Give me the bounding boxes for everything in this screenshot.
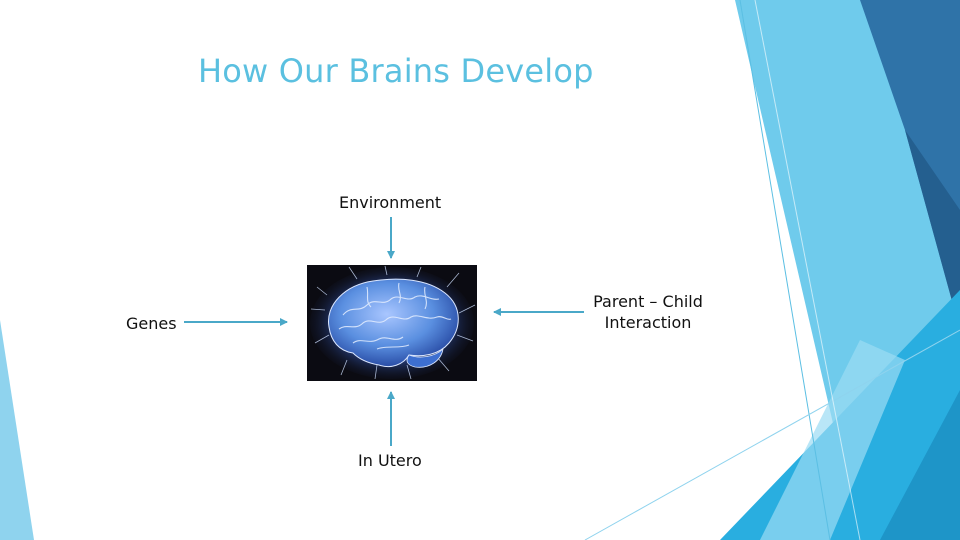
brain-illustration [307, 265, 477, 381]
deco-line [584, 329, 960, 540]
deco-line [739, 0, 831, 540]
deco-line [754, 0, 861, 540]
label-genes: Genes [126, 314, 177, 333]
left-accent-shape [0, 320, 34, 540]
label-parent-child: Parent – Child Interaction [588, 291, 708, 333]
right-dark-panel [860, 0, 960, 330]
label-parent-child-line1: Parent – Child [593, 292, 703, 311]
label-in-utero: In Utero [358, 451, 422, 470]
slide-title: How Our Brains Develop [198, 52, 594, 90]
right-bottom-dark-panel [880, 390, 960, 540]
right-bottom-highlight [760, 340, 905, 540]
label-parent-child-line2: Interaction [604, 313, 692, 332]
right-darker-sliver [905, 130, 960, 330]
label-environment: Environment [339, 193, 442, 212]
brain-image [307, 265, 477, 381]
